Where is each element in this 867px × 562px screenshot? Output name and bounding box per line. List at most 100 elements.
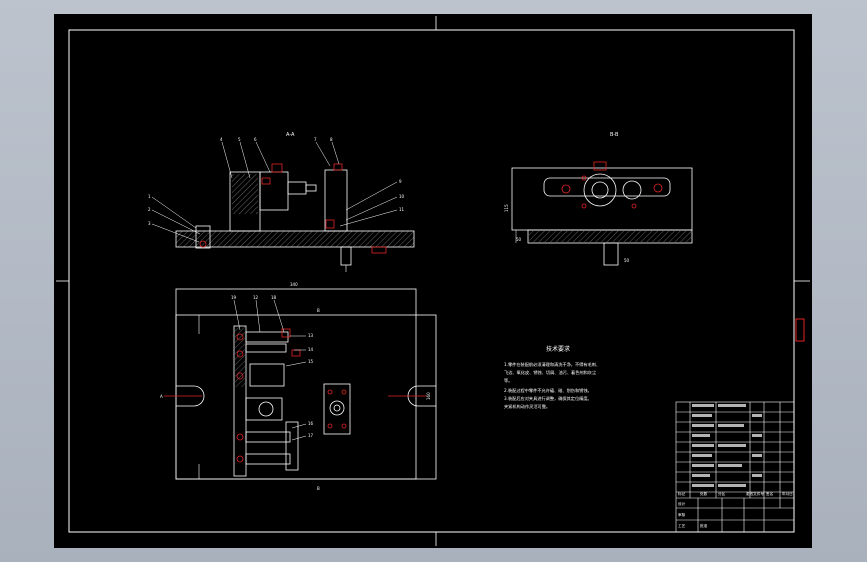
part-number: 17 — [308, 433, 314, 438]
rail-pin — [236, 433, 244, 441]
right-post — [324, 169, 348, 232]
locator-pin — [341, 389, 347, 395]
leader — [221, 141, 233, 179]
part-number: 4 — [220, 137, 223, 142]
bracket-hatch — [232, 174, 258, 214]
left-section-view: A-A 1 2 3 — [148, 132, 415, 272]
cad-drawing: A-A 1 2 3 — [56, 16, 810, 546]
rail-pin — [236, 372, 244, 380]
leader — [345, 181, 398, 211]
part-number: 13 — [308, 333, 314, 338]
title-block-frame — [675, 401, 795, 533]
leader — [291, 423, 307, 429]
side-top-screw — [593, 161, 607, 171]
top-view: 340 B B A 160 — [160, 282, 437, 491]
base-plate-top — [175, 314, 437, 480]
screw-head-red — [281, 328, 291, 338]
part-number: 14 — [308, 347, 314, 352]
part-number: 5 — [238, 137, 241, 142]
base-bolt — [340, 246, 352, 266]
dimension-right: 160 — [426, 392, 431, 400]
dimension-height: 115 — [504, 204, 509, 212]
locator-pin — [327, 423, 333, 429]
leader — [291, 435, 307, 441]
section-label-left: A-A — [286, 132, 295, 138]
dimension-bottom: 50 — [624, 258, 630, 263]
title-label: 批准 — [700, 523, 708, 528]
side-pin — [631, 203, 637, 209]
clamp-block-top — [249, 363, 285, 387]
tech-note: 2.装配过程中零件不允许磕、碰、划伤和锈蚀。 — [504, 387, 592, 394]
leader — [255, 141, 271, 173]
rail-pin — [236, 455, 244, 463]
left-support-pin — [199, 240, 207, 248]
base-plate-hatch — [176, 231, 414, 247]
title-label: 更改文件号 — [746, 491, 764, 496]
part-number: 3 — [148, 221, 151, 226]
tech-note: 3.装配后应对夹具进行调整，确保其定位精度。 — [504, 395, 592, 402]
title-label: 设计 — [678, 501, 686, 506]
leader — [151, 196, 197, 229]
section-marker-bottom: B — [317, 486, 320, 491]
section-label-right: B-B — [610, 132, 619, 138]
leader — [345, 196, 398, 221]
part-number: 18 — [271, 295, 277, 300]
tech-note: 等。 — [504, 377, 512, 383]
leader — [339, 209, 398, 227]
title-label: 分区 — [718, 491, 726, 496]
side-lever — [543, 177, 671, 197]
screw-head-red — [291, 349, 301, 357]
part-number: 8 — [330, 137, 333, 142]
rail-pin — [236, 333, 244, 341]
part-number: 11 — [399, 207, 405, 212]
slot-left — [176, 385, 205, 407]
title-label: 审核 — [678, 512, 686, 517]
leader — [315, 141, 331, 167]
clamp-knob — [305, 184, 317, 192]
part-number: 7 — [314, 137, 317, 142]
title-label: 年月日 — [782, 491, 793, 496]
title-label: 处数 — [700, 491, 708, 496]
locator-pin — [341, 423, 347, 429]
part-number: 19 — [231, 295, 237, 300]
dimension-small: 50 — [516, 237, 522, 242]
title-label: 签名 — [766, 491, 774, 496]
part-number: 12 — [253, 295, 259, 300]
right-post-pin — [333, 163, 343, 171]
leader — [233, 299, 241, 331]
locator-plate — [323, 383, 351, 435]
part-number: 16 — [308, 421, 314, 426]
section-marker-top: B — [317, 308, 320, 313]
part-number: 6 — [254, 137, 257, 142]
side-base-hatch — [529, 231, 691, 242]
technical-requirements: 技术要求 1.零件在装配前必须清理和清洗干净，不得有毛刺、 飞边、氧化皮、锈蚀、… — [504, 345, 600, 410]
title-block-fill — [692, 404, 762, 487]
top-pin-red — [271, 163, 283, 173]
leader — [273, 299, 285, 333]
base-key-red — [371, 246, 387, 254]
top-outline-upper — [175, 288, 417, 480]
dimension-top: 340 — [290, 282, 298, 287]
screw-upper-2 — [245, 343, 287, 353]
right-post-bolt — [325, 219, 335, 229]
workpiece-hole — [258, 401, 274, 417]
rail-pin — [236, 350, 244, 358]
part-number: 2 — [148, 207, 151, 212]
side-wheel-inner — [591, 181, 609, 199]
side-pin-left — [561, 184, 571, 194]
cad-drawing-viewport[interactable]: A-A 1 2 3 — [54, 14, 812, 548]
part-number: 15 — [308, 359, 314, 364]
tech-note: 1.零件在装配前必须清理和清洗干净，不得有毛刺、 — [504, 361, 600, 368]
lower-handle — [285, 421, 299, 471]
side-wheel-outer — [583, 173, 617, 207]
side-pin — [581, 175, 587, 181]
clamp-pin-red — [261, 177, 271, 185]
screw-lower-2 — [245, 453, 291, 465]
locator-hole — [329, 400, 345, 416]
clamp-screw — [287, 181, 307, 195]
leader — [255, 299, 261, 333]
leader — [239, 141, 251, 179]
side-pin — [581, 203, 587, 209]
tech-note: 飞边、氧化皮、锈蚀、切屑、油污、着色剂和灰尘 — [504, 369, 596, 376]
right-edge-marker — [795, 318, 805, 342]
